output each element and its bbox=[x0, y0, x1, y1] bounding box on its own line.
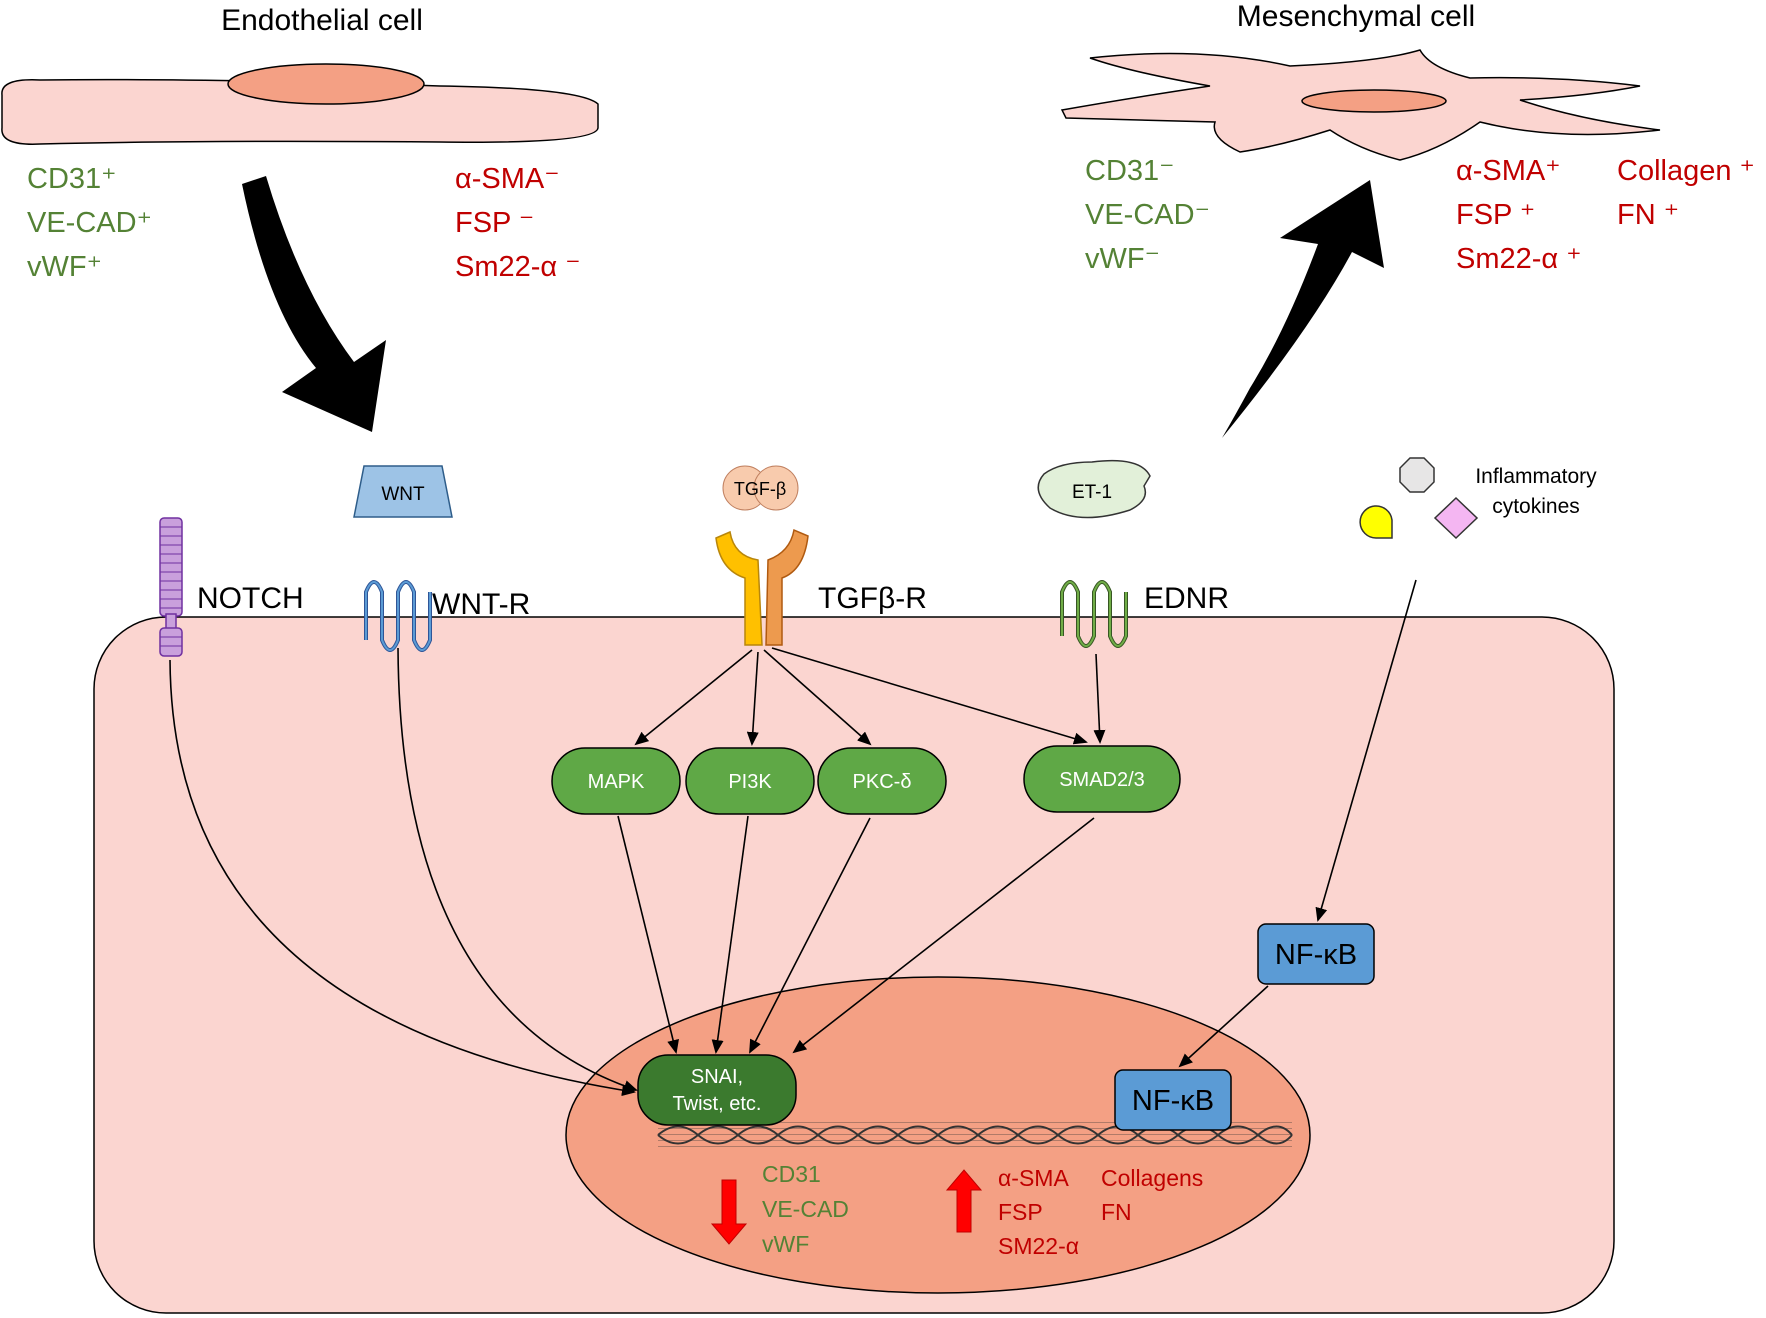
nfkb-nuclear-node: NF-κB bbox=[1114, 1069, 1232, 1131]
nfkb-node: NF-κB bbox=[1257, 923, 1375, 985]
cytokines-label-line2: cytokines bbox=[1492, 495, 1580, 518]
notch-receptor-icon bbox=[159, 517, 183, 657]
pkc-label: PKC-δ bbox=[853, 771, 912, 793]
tgfb-label: TGF-β bbox=[734, 479, 786, 499]
halfcircle-cytokine-icon bbox=[1359, 505, 1393, 539]
marker-asma-pos: α-SMA⁺ bbox=[1456, 155, 1561, 187]
gene-asma: α-SMA bbox=[998, 1165, 1069, 1191]
upregulated-genes: α-SMA FSP SM22-α Collagens FN bbox=[998, 1165, 1203, 1259]
gene-fn: FN bbox=[1101, 1199, 1132, 1225]
arrow-notch-snai bbox=[169, 659, 636, 1097]
marker-vwf-pos: vWF⁺ bbox=[27, 251, 102, 283]
mesenchymal-cell-title: Mesenchymal cell bbox=[1237, 0, 1475, 33]
nfkb-label: NF-κB bbox=[1275, 939, 1357, 971]
cytokines-label-line1: Inflammatory bbox=[1475, 465, 1597, 488]
pi3k-label: PI3K bbox=[728, 771, 772, 793]
mapk-node: MAPK bbox=[551, 747, 681, 815]
mesenchymal-markers-red: α-SMA⁺ FSP ⁺ Sm22-α ⁺ Collagen ⁺ FN ⁺ bbox=[1456, 155, 1755, 275]
gene-sm22: SM22-α bbox=[998, 1233, 1079, 1259]
gene-fsp: FSP bbox=[998, 1199, 1043, 1225]
arrow-nfkb-nucleus bbox=[1178, 985, 1269, 1068]
arrow-mapk-snai bbox=[617, 815, 679, 1054]
ednr-receptor-icon bbox=[1060, 580, 1128, 648]
transition-arrow-out bbox=[1222, 180, 1384, 438]
marker-cd31-pos: CD31⁺ bbox=[27, 163, 116, 195]
wnt-r-label: WNT-R bbox=[432, 588, 530, 621]
arrow-tgfb-smad bbox=[771, 647, 1088, 745]
nfkb-nuclear-label: NF-κB bbox=[1132, 1085, 1214, 1117]
marker-vwf-neg: vWF⁻ bbox=[1085, 243, 1160, 275]
marker-fsp-pos: FSP ⁺ bbox=[1456, 199, 1535, 231]
pi3k-node: PI3K bbox=[685, 747, 815, 815]
arrow-smad-snai bbox=[792, 817, 1095, 1054]
arrow-tgfb-pkc bbox=[763, 649, 872, 746]
down-arrow-icon bbox=[710, 1179, 748, 1245]
marker-sm22-pos: Sm22-α ⁺ bbox=[1456, 243, 1582, 275]
wnt-label: WNT bbox=[381, 484, 425, 505]
et1-label: ET-1 bbox=[1072, 482, 1112, 503]
marker-collagen-pos: Collagen ⁺ bbox=[1617, 155, 1755, 187]
marker-vecad-neg: VE-CAD⁻ bbox=[1085, 199, 1210, 231]
gene-cd31: CD31 bbox=[762, 1161, 821, 1187]
smad-node: SMAD2/3 bbox=[1023, 745, 1181, 813]
arrow-cytokines-nfkb bbox=[1315, 579, 1417, 922]
up-arrow-icon bbox=[945, 1169, 983, 1233]
downregulated-genes: CD31 VE-CAD vWF bbox=[762, 1161, 849, 1257]
endothelial-markers-green: CD31⁺ VE-CAD⁺ vWF⁺ bbox=[27, 163, 152, 283]
ednr-label: EDNR bbox=[1144, 582, 1229, 615]
mapk-label: MAPK bbox=[588, 771, 645, 793]
marker-asma-neg: α-SMA⁻ bbox=[455, 163, 560, 195]
marker-fn-pos: FN ⁺ bbox=[1617, 199, 1679, 231]
diamond-cytokine-icon bbox=[1433, 496, 1479, 540]
pkc-node: PKC-δ bbox=[817, 747, 947, 815]
snai-node: SNAI, Twist, etc. bbox=[637, 1054, 797, 1126]
mesenchymal-nucleus bbox=[1301, 89, 1447, 113]
marker-cd31-neg: CD31⁻ bbox=[1085, 155, 1174, 187]
octagon-cytokine-icon bbox=[1399, 457, 1435, 493]
notch-label: NOTCH bbox=[197, 582, 304, 615]
arrow-pi3k-snai bbox=[711, 815, 749, 1054]
tgfb-receptor-icon bbox=[715, 528, 809, 646]
arrow-tgfb-pi3k bbox=[746, 651, 759, 746]
pathway-arrows bbox=[169, 579, 1417, 1097]
gene-vecad: VE-CAD bbox=[762, 1196, 849, 1222]
gene-collagens: Collagens bbox=[1101, 1165, 1203, 1191]
wnt-ligand: WNT bbox=[353, 465, 453, 518]
inflammatory-cytokines: Inflammatory cytokines bbox=[1359, 457, 1597, 540]
snai-label-line2: Twist, etc. bbox=[673, 1093, 762, 1115]
smad-label: SMAD2/3 bbox=[1059, 769, 1145, 791]
wnt-receptor-icon bbox=[364, 580, 432, 652]
marker-sm22-neg: Sm22-α ⁻ bbox=[455, 251, 581, 283]
arrow-ednr-smad bbox=[1093, 653, 1106, 744]
arrow-wnt-snai bbox=[397, 647, 638, 1092]
mesenchymal-markers-green: CD31⁻ VE-CAD⁻ vWF⁻ bbox=[1085, 155, 1210, 275]
marker-vecad-pos: VE-CAD⁺ bbox=[27, 207, 152, 239]
tgfb-ligand: TGF-β bbox=[722, 465, 799, 511]
marker-fsp-neg: FSP ⁻ bbox=[455, 207, 534, 239]
tgfb-r-label: TGFβ-R bbox=[818, 582, 927, 615]
gene-vwf: vWF bbox=[762, 1231, 809, 1257]
arrow-tgfb-mapk bbox=[634, 649, 753, 746]
endothelial-cell-shape bbox=[1, 78, 599, 145]
endothelial-markers-red: α-SMA⁻ FSP ⁻ Sm22-α ⁻ bbox=[455, 163, 581, 283]
endothelial-nucleus bbox=[227, 63, 425, 105]
et1-ligand: ET-1 bbox=[1037, 459, 1151, 519]
arrow-pkc-snai bbox=[749, 817, 871, 1054]
snai-label-line1: SNAI, bbox=[691, 1066, 743, 1088]
endothelial-cell-title: Endothelial cell bbox=[221, 4, 423, 37]
transition-arrow-in bbox=[242, 176, 386, 432]
